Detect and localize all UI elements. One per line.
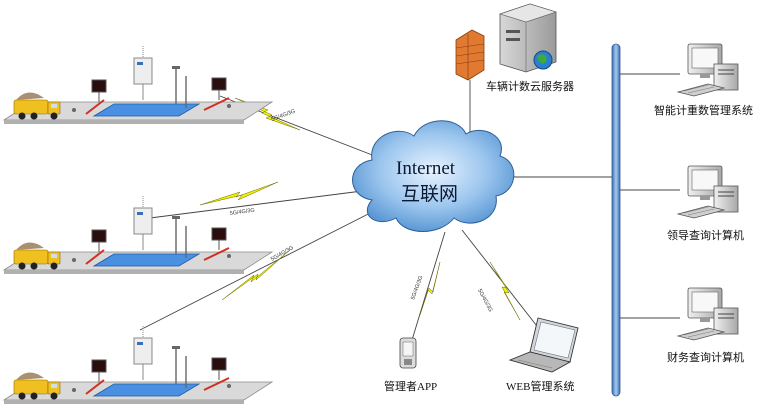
phone-icon	[399, 337, 417, 369]
computer-finance-query: 财务查询计算机	[667, 287, 744, 364]
computer-icon	[677, 165, 739, 219]
lightning-icon	[489, 261, 521, 321]
lightning-icon	[419, 261, 441, 316]
computer-icon	[677, 287, 739, 341]
phone-line	[411, 231, 446, 341]
cloud-icon	[352, 120, 515, 232]
internet-cloud: Internet 互联网	[352, 120, 515, 232]
computer-leader-query: 领导查询计算机	[667, 165, 744, 242]
phone-label: 管理者APP	[384, 379, 437, 393]
computer-management-system: 智能计重数管理系统	[654, 43, 753, 117]
server-label: 车辆计数云服务器	[486, 79, 574, 93]
computer-label: 智能计重数管理系统	[654, 103, 753, 117]
computer-icon	[677, 43, 739, 97]
laptop-icon	[508, 317, 579, 373]
lightning-icon	[221, 249, 291, 301]
weighbridge-station-icon	[3, 45, 273, 125]
mobile-app: 管理者APP	[384, 337, 437, 393]
link-label-station2: 5G/4G/3G	[229, 208, 255, 217]
lightning-icon	[234, 97, 301, 131]
link-label-station3: 5G/4G/3G	[270, 245, 295, 263]
server-icon	[499, 3, 557, 73]
cloud-title-cn: 互联网	[401, 183, 458, 205]
weighbridge-station-1	[3, 45, 273, 125]
link-label-phone: 5G/4G/3G	[410, 275, 424, 301]
web-system: WEB管理系统	[506, 317, 579, 393]
weighbridge-station-3	[3, 325, 273, 405]
station2-line	[149, 189, 371, 219]
firewall-icon	[455, 29, 485, 81]
link-label-laptop: 5G/4G/3G	[476, 288, 493, 313]
lightning-icon	[199, 181, 279, 206]
computer-label: 财务查询计算机	[667, 350, 744, 364]
firewall	[455, 29, 485, 81]
station3-line	[139, 207, 381, 331]
wireless-links	[199, 97, 521, 321]
computer-label: 领导查询计算机	[667, 228, 744, 242]
cloud-title-en: Internet	[396, 158, 456, 179]
weighbridge-station-icon	[3, 325, 273, 405]
lan-bus	[611, 43, 621, 397]
laptop-label: WEB管理系统	[506, 379, 574, 393]
cloud-server: 车辆计数云服务器	[486, 3, 574, 93]
